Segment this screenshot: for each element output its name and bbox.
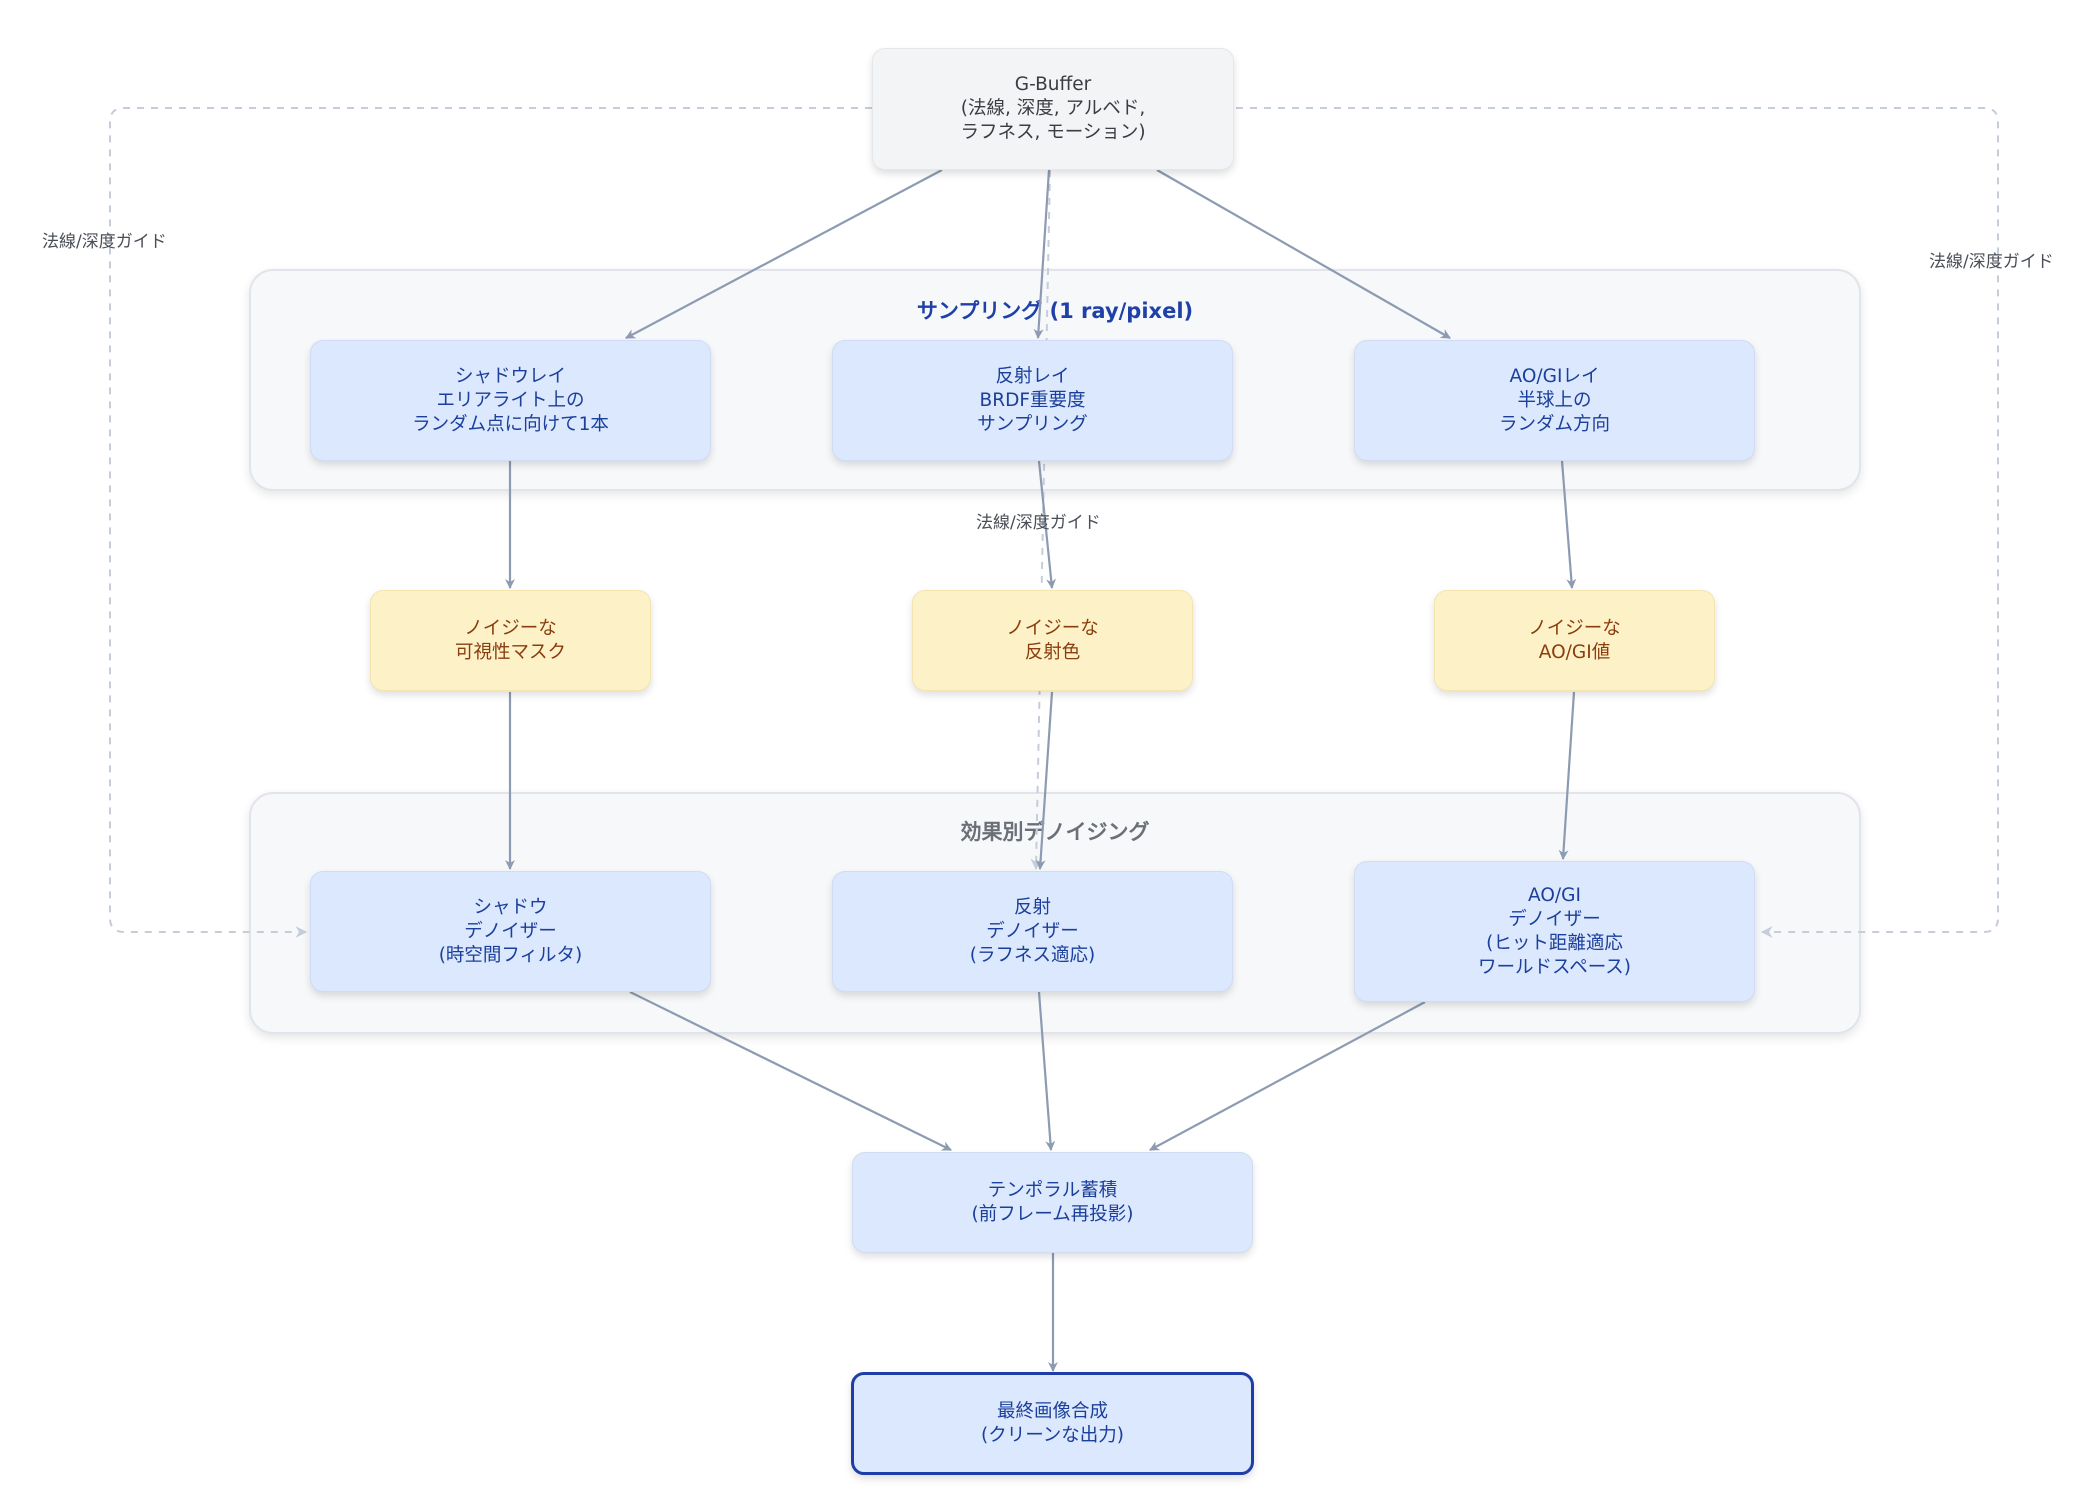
temporal-accumulation-node: テンポラル蓄積 (前フレーム再投影) — [852, 1152, 1253, 1253]
reflection-ray-line-1: 反射レイ — [995, 365, 1070, 387]
shadow-ray-line-2: エリアライト上の — [436, 389, 585, 411]
aogi-ray-line-2: 半球上の — [1517, 389, 1592, 411]
shadow-denoiser-node: シャドウ デノイザー (時空間フィルタ) — [310, 871, 711, 992]
noisy-reflection-line-1: ノイジーな — [1006, 617, 1099, 639]
aogi-denoiser-line-2: デノイザー — [1508, 908, 1601, 930]
noisy-visibility-line-1: ノイジーな — [464, 617, 557, 639]
final-composite-node: 最終画像合成 (クリーンな出力) — [851, 1372, 1254, 1475]
noisy-aogi-line-2: AO/GI値 — [1538, 641, 1611, 663]
final-line-1: 最終画像合成 — [996, 1400, 1108, 1422]
reflection-ray-line-2: BRDF重要度 — [979, 389, 1086, 411]
gbuffer-line-3: ラフネス, モーション) — [960, 122, 1146, 143]
reflection-denoiser-node: 反射 デノイザー (ラフネス適応) — [832, 871, 1233, 992]
shadow-ray-line-3: ランダム点に向けて1本 — [412, 413, 609, 435]
noisy-aogi-line-1: ノイジーな — [1528, 617, 1621, 639]
shadow-denoiser-line-1: シャドウ — [473, 896, 548, 918]
aogi-denoiser-node: AO/GI デノイザー (ヒット距離適応 ワールドスペース) — [1354, 861, 1755, 1002]
reflection-ray-node: 反射レイ BRDF重要度 サンプリング — [832, 340, 1233, 461]
noisy-aogi-node: ノイジーな AO/GI値 — [1434, 590, 1715, 691]
reflection-ray-line-3: サンプリング — [977, 413, 1088, 435]
temporal-line-2: (前フレーム再投影) — [971, 1203, 1134, 1225]
reflection-denoiser-line-1: 反射 — [1013, 896, 1051, 918]
shadow-denoiser-line-2: デノイザー — [464, 920, 557, 942]
aogi-ray-line-3: ランダム方向 — [1498, 413, 1610, 435]
shadow-ray-node: シャドウレイ エリアライト上の ランダム点に向けて1本 — [310, 340, 711, 461]
reflection-denoiser-line-3: (ラフネス適応) — [969, 944, 1096, 966]
aogi-ray-node: AO/GIレイ 半球上の ランダム方向 — [1354, 340, 1755, 461]
guide-label-center: 法線/深度ガイド — [976, 513, 1101, 533]
shadow-denoiser-line-3: (時空間フィルタ) — [438, 944, 583, 966]
reflection-denoiser-line-2: デノイザー — [986, 920, 1079, 942]
noisy-visibility-line-2: 可視性マスク — [454, 641, 566, 663]
temporal-line-1: テンポラル蓄積 — [987, 1179, 1118, 1201]
aogi-ray-line-1: AO/GIレイ — [1509, 365, 1600, 387]
aogi-denoiser-line-3: (ヒット距離適応 — [1486, 932, 1623, 954]
gbuffer-line-1: G-Buffer — [1014, 74, 1092, 95]
final-line-2: (クリーンな出力) — [980, 1424, 1124, 1446]
aogi-denoiser-line-1: AO/GI — [1528, 884, 1581, 906]
aogi-denoiser-line-4: ワールドスペース) — [1478, 956, 1631, 978]
noisy-reflection-node: ノイジーな 反射色 — [912, 590, 1193, 691]
noisy-visibility-node: ノイジーな 可視性マスク — [370, 590, 651, 691]
denoising-group-title: 効果別デノイジング — [960, 820, 1150, 844]
shadow-ray-line-1: シャドウレイ — [454, 365, 566, 387]
gbuffer-line-2: (法線, 深度, アルベド, — [960, 98, 1146, 119]
gbuffer-node: G-Buffer (法線, 深度, アルベド, ラフネス, モーション) — [872, 48, 1234, 170]
guide-label-right: 法線/深度ガイド — [1929, 252, 2054, 272]
sampling-group-title: サンプリング (1 ray/pixel) — [916, 299, 1194, 323]
noisy-reflection-line-2: 反射色 — [1024, 641, 1081, 663]
guide-label-left: 法線/深度ガイド — [42, 232, 167, 252]
